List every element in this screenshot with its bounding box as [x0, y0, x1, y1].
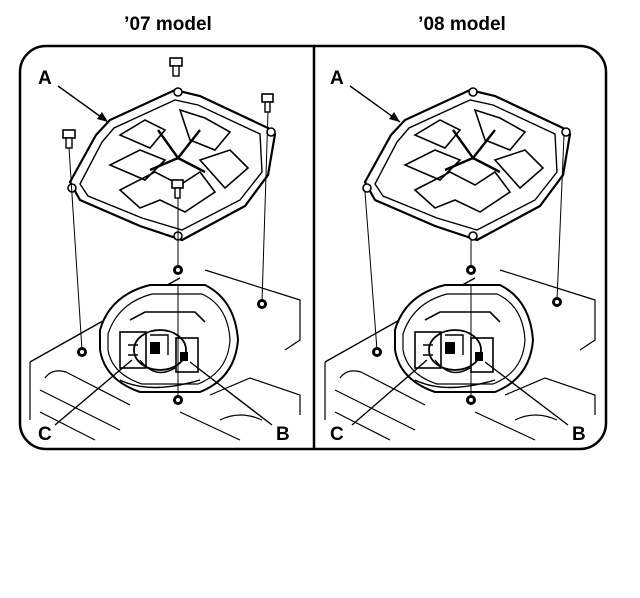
label-a-07: A: [38, 68, 52, 89]
panel-08: A C B: [324, 68, 596, 445]
label-b-07: B: [276, 424, 290, 445]
panel-title-08: ’08 model: [418, 14, 506, 35]
label-b-08: B: [572, 424, 586, 445]
panel-07: A C B: [29, 57, 301, 445]
label-c-07: C: [38, 424, 52, 445]
label-c-08: C: [330, 424, 344, 445]
panel-title-07: ’07 model: [124, 14, 212, 35]
bolt-icon: [62, 57, 274, 199]
label-a-08: A: [330, 68, 344, 89]
